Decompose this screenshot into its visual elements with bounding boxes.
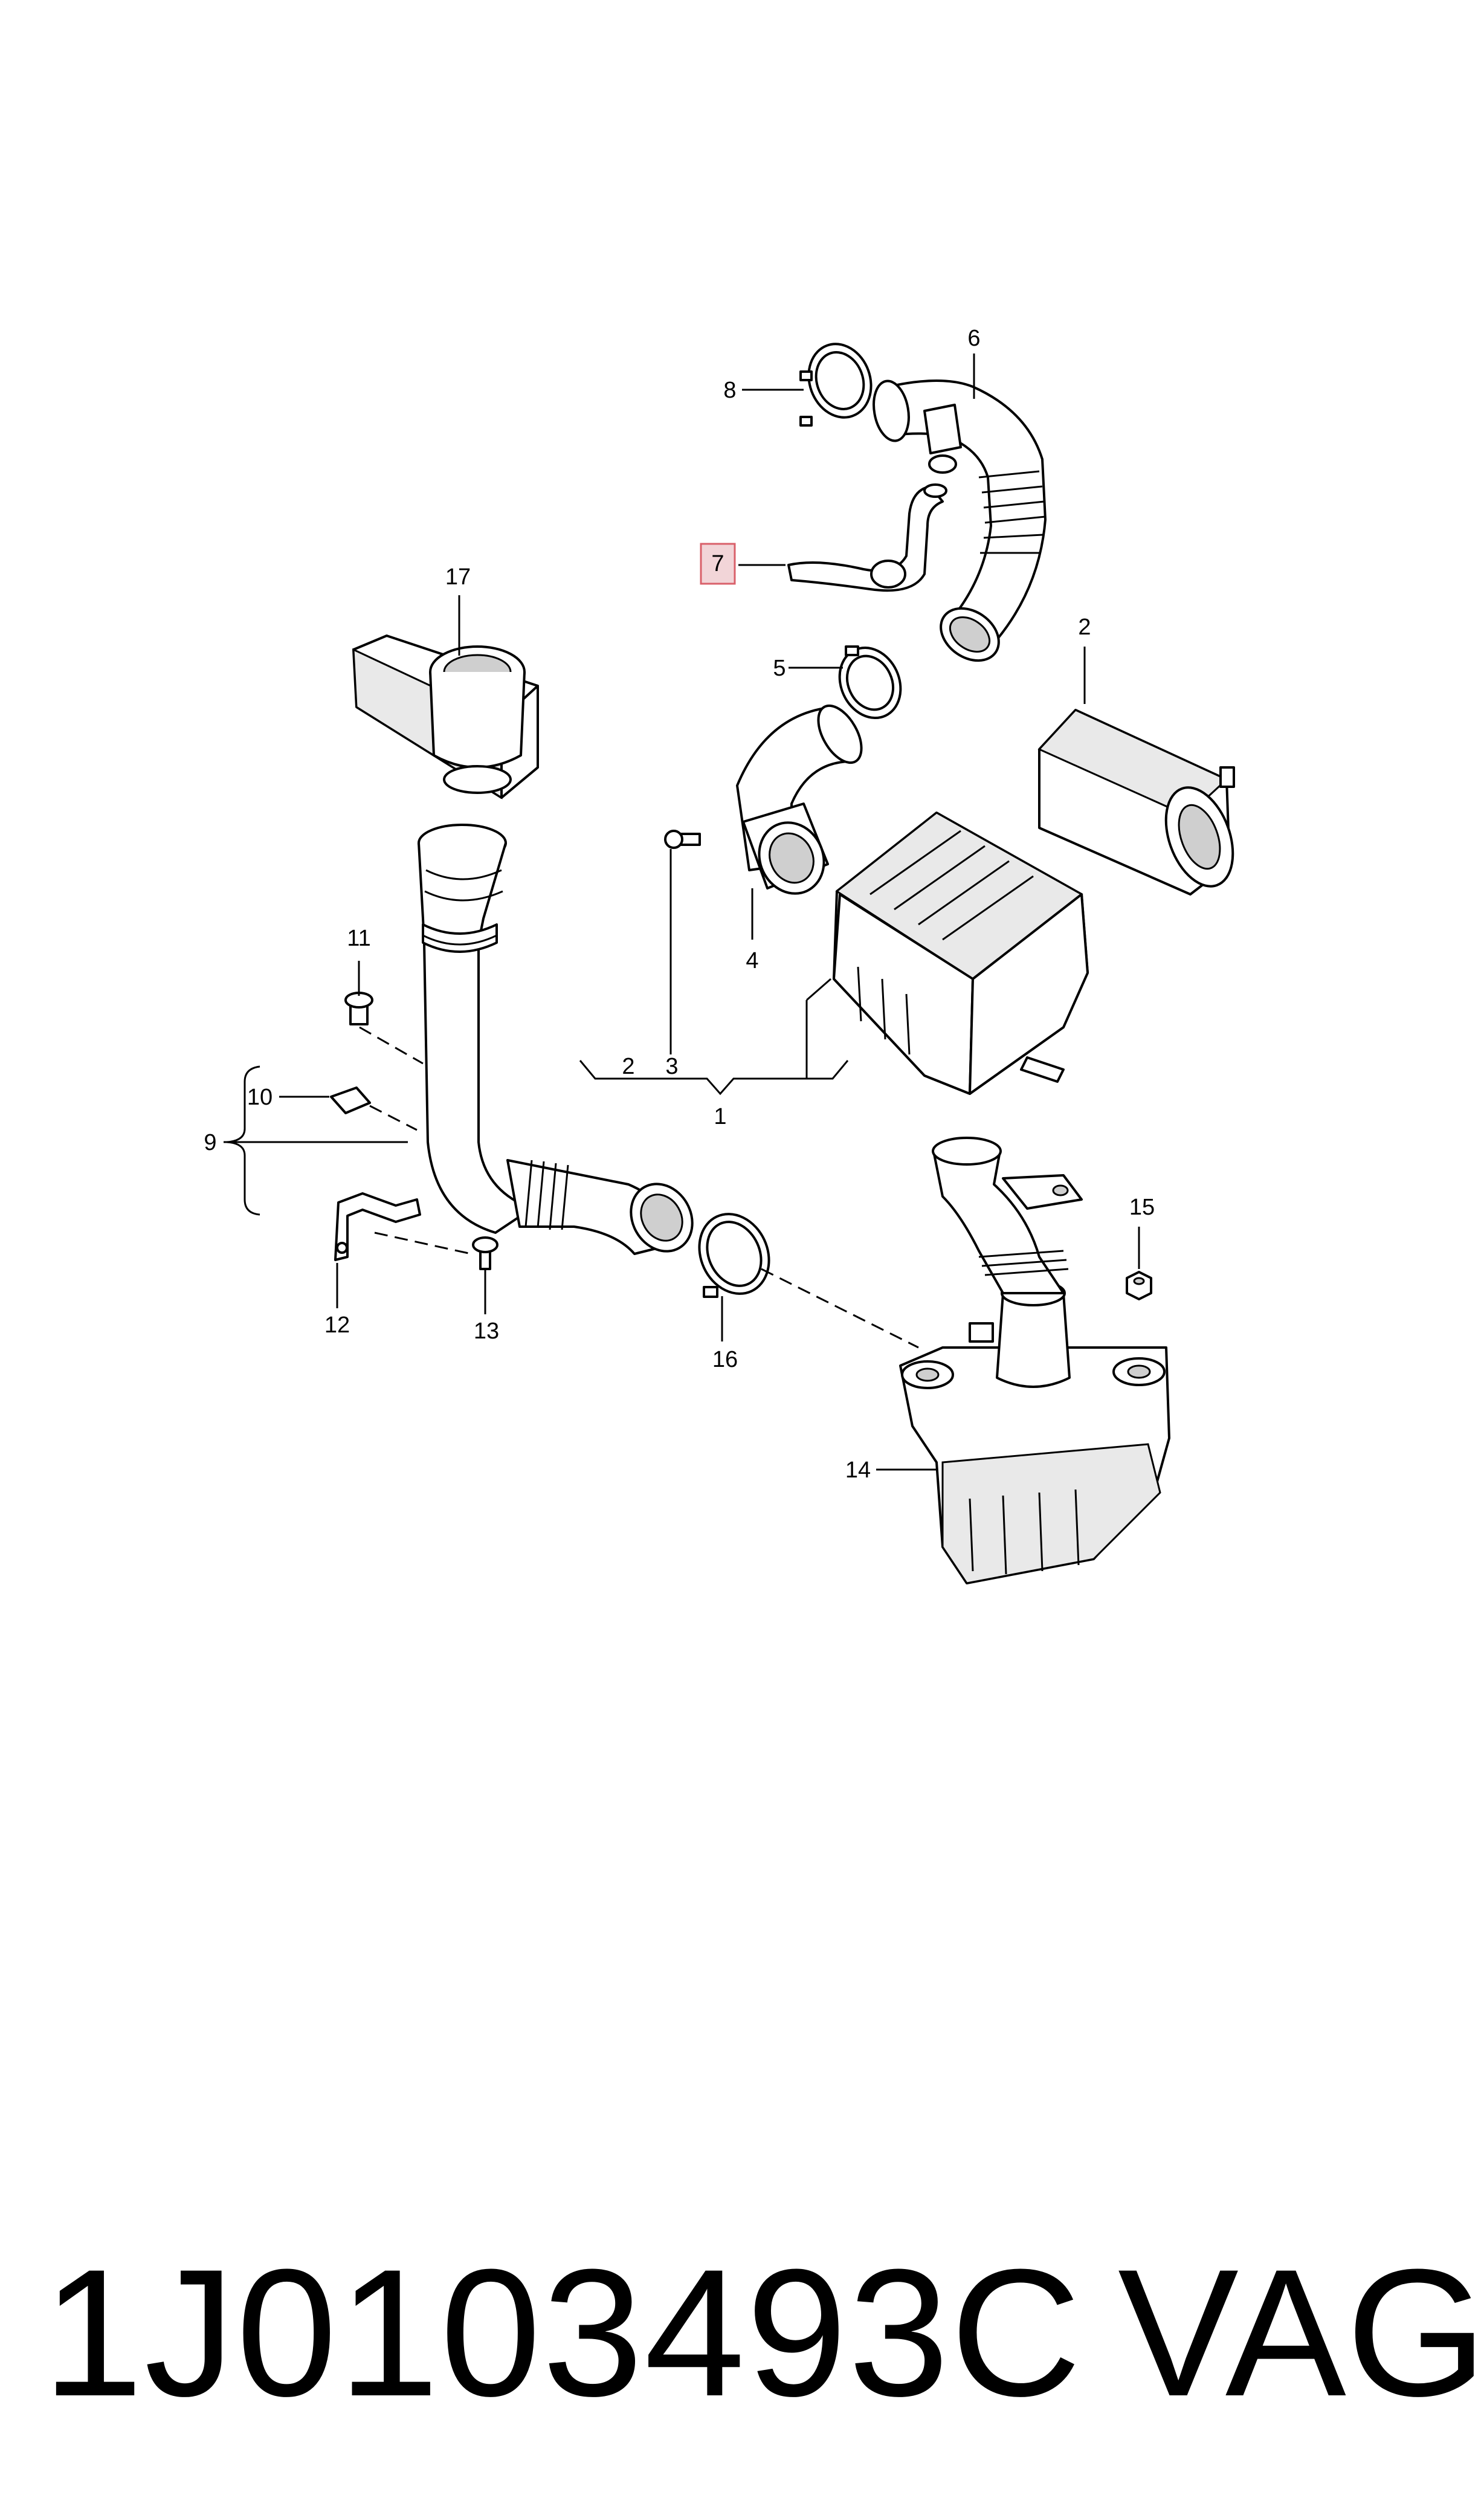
subgroup-label-3: 3: [665, 1054, 678, 1079]
part-14-resonator: [899, 1280, 1170, 1584]
callout-11: 11: [347, 926, 370, 951]
callout-16: 16: [712, 1347, 738, 1372]
part-1-air-filter-housing: [833, 812, 1089, 1095]
callout-5: 5: [773, 656, 786, 681]
subgroup-label-2: 2: [622, 1054, 634, 1079]
part-6-hose: [873, 379, 1047, 662]
brand-label: VAG: [1118, 2231, 1484, 2434]
part-2-filter-element: [1037, 709, 1235, 896]
part-17-intake-duct: [352, 634, 539, 799]
part-7-breather-hose: [787, 483, 947, 592]
part-number: 1J0103493C: [42, 2231, 1083, 2434]
callout-2-filter: 2: [1078, 615, 1091, 640]
part-15-nut: [1126, 1271, 1152, 1300]
part-16-clamp: [698, 1213, 919, 1349]
callout-7: 7: [711, 551, 724, 576]
part-8-clamp: [799, 343, 873, 427]
callout-6: 6: [967, 326, 980, 351]
callout-17: 17: [445, 564, 471, 590]
bracket-assembly: [330, 992, 498, 1270]
callout-10: 10: [247, 1085, 273, 1110]
callout-13: 13: [474, 1319, 499, 1344]
part-4-elbow: [664, 704, 863, 895]
callout-labels: 17 11 10 9 12 13 16 14 15 4 5 6 8 7 2 2 …: [204, 326, 1155, 1483]
connecting-hose: [932, 1137, 1083, 1294]
callout-4: 4: [746, 948, 758, 973]
callout-8: 8: [723, 378, 736, 403]
callout-14: 14: [845, 1458, 871, 1483]
callout-7-highlight: [700, 543, 736, 585]
callout-12: 12: [324, 1312, 350, 1338]
leader-lines: [224, 353, 1140, 1471]
callout-9: 9: [204, 1130, 216, 1155]
intake-tube: [418, 824, 694, 1255]
part-5-clamp: [838, 645, 902, 720]
footer: 1J0103493C VAG: [0, 2212, 1484, 2453]
callout-15: 15: [1129, 1195, 1155, 1220]
callout-1: 1: [714, 1104, 726, 1129]
